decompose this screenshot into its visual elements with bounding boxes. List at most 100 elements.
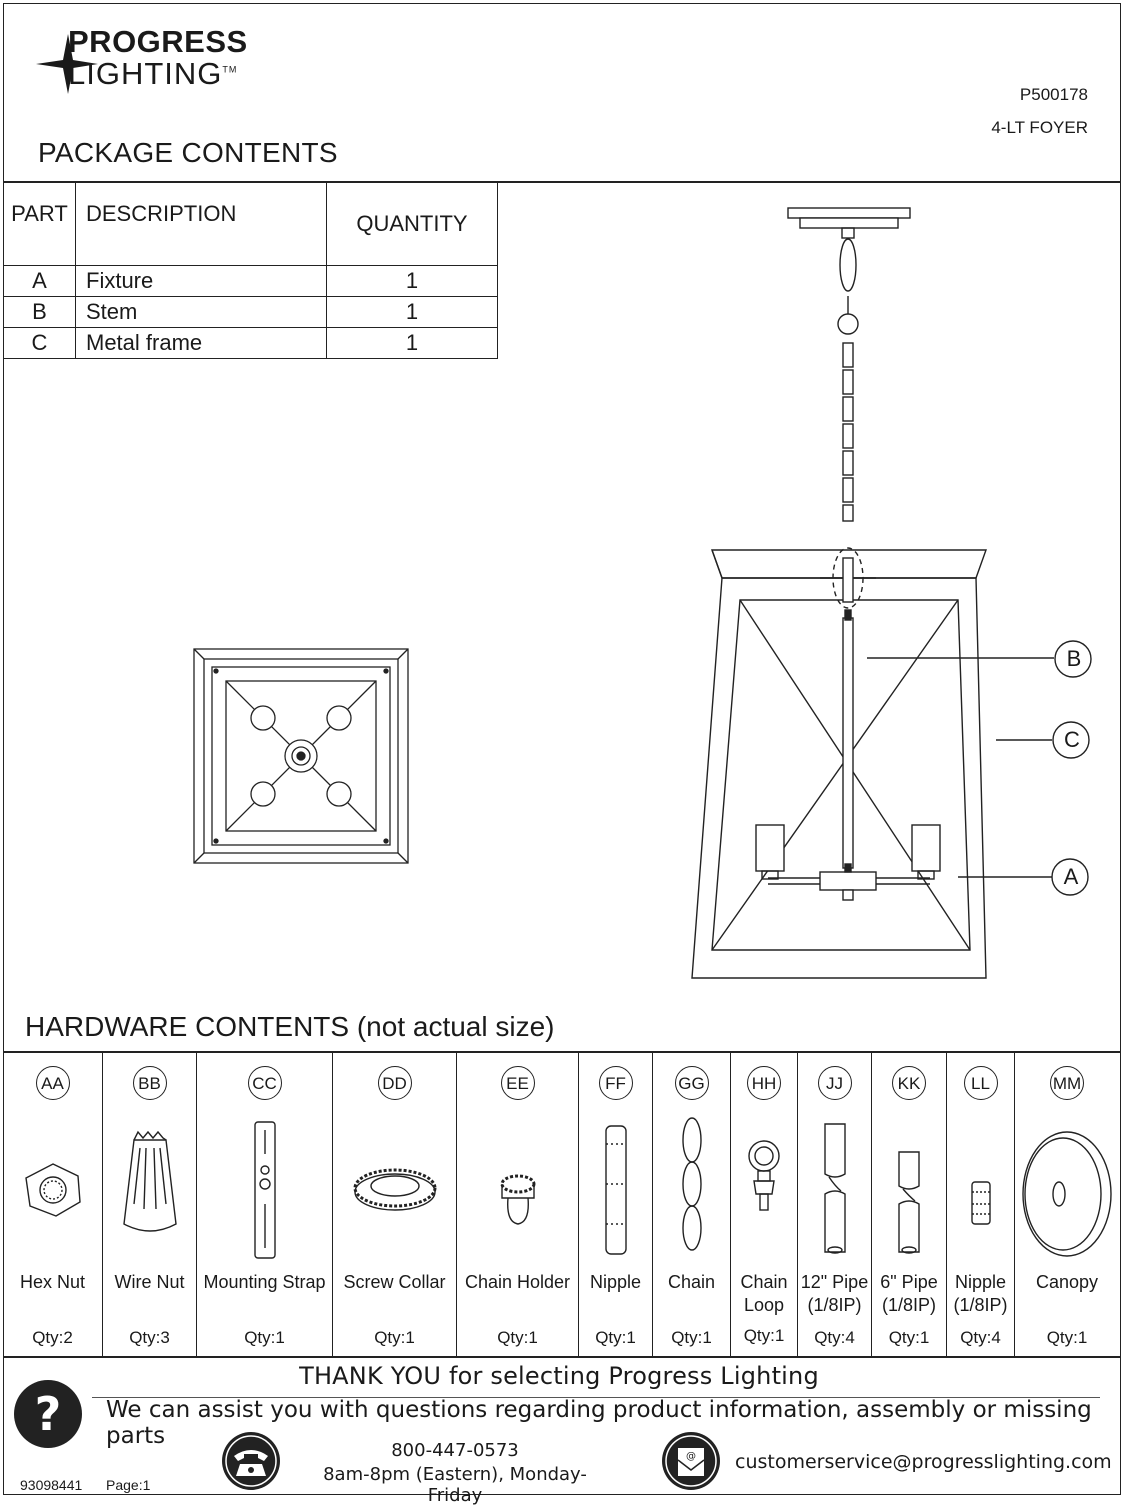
chain-icon (653, 1114, 730, 1264)
progress-lighting-logo-star-icon (36, 34, 98, 94)
footer-divider (92, 1397, 1100, 1398)
part-quantity: 1 (326, 265, 498, 297)
chain-loop-icon (731, 1114, 797, 1264)
thank-you-message: THANK YOU for selecting Progress Lightin… (299, 1362, 819, 1390)
small-nipple-icon (947, 1114, 1014, 1264)
hardware-item-hex-nut: AA Hex Nut Qty:2 (3, 1052, 103, 1356)
page-number: Page:1 (106, 1477, 151, 1493)
screw-collar-icon (333, 1114, 456, 1264)
hardware-code-badge: CC (247, 1066, 282, 1100)
hardware-name: Mounting Strap (203, 1272, 326, 1292)
parts-table-header: PART DESCRIPTION QUANTITY (3, 182, 498, 266)
pipe-12-icon (798, 1114, 871, 1264)
hardware-item-small-nipple: LL Nipple(1/8IP) Qty:4 (947, 1052, 1015, 1356)
hardware-code-badge: BB (132, 1066, 167, 1100)
pipe-6-icon (872, 1114, 946, 1264)
customer-service-email[interactable]: customerservice@progresslighting.com (735, 1451, 1112, 1473)
hardware-qty: Qty:1 (1046, 1328, 1088, 1347)
table-row: A Fixture 1 (3, 265, 498, 297)
part-quantity: 1 (326, 327, 498, 359)
part-letter: C (3, 327, 76, 359)
phone-number[interactable]: 800-447-0573 (391, 1440, 519, 1461)
hardware-divider-top (3, 1051, 1121, 1053)
hardware-qty: Qty:1 (374, 1328, 415, 1347)
table-row: C Metal frame 1 (3, 327, 498, 359)
hardware-qty: Qty:3 (129, 1328, 170, 1347)
fixture-side-view-drawing (691, 207, 1092, 979)
hardware-name: 6" Pipe(1/8IP) (880, 1272, 938, 1315)
hardware-contents-title: HARDWARE CONTENTS (not actual size) (25, 1011, 555, 1042)
callout-label-a: A (1063, 864, 1079, 889)
hardware-item-nipple: FF Nipple Qty:1 (579, 1052, 653, 1356)
brand-name-line1: PROGRESS (68, 24, 248, 59)
hardware-item-chain-holder: EE Chain Holder Qty:1 (457, 1052, 579, 1356)
telephone-icon (222, 1432, 280, 1490)
parts-table: PART DESCRIPTION QUANTITY A Fixture 1 B … (3, 182, 498, 359)
model-name: 4-LT FOYER (991, 118, 1088, 137)
part-letter: A (3, 265, 76, 297)
svg-text:@: @ (686, 1451, 696, 1462)
hardware-item-chain: GG Chain Qty:1 (653, 1052, 731, 1356)
hardware-qty: Qty:4 (814, 1328, 855, 1347)
hardware-code-badge: MM (1050, 1066, 1084, 1100)
table-row: B Stem 1 (3, 296, 498, 328)
callout-c (1052, 721, 1090, 759)
hardware-code-badge: FF (598, 1066, 633, 1100)
hardware-qty: Qty:1 (244, 1328, 285, 1347)
hardware-item-6-inch-pipe: KK 6" Pipe(1/8IP) Qty:1 (872, 1052, 947, 1356)
hardware-name: 12" Pipe(1/8IP) (800, 1272, 869, 1315)
part-description: Fixture (75, 265, 327, 297)
hardware-divider-bottom (3, 1356, 1121, 1358)
hardware-code-badge: DD (377, 1066, 412, 1100)
hex-nut-icon (3, 1114, 102, 1264)
email-envelope-icon: @ (662, 1432, 720, 1490)
instruction-sheet (3, 3, 1121, 1495)
hardware-qty: Qty:1 (671, 1328, 712, 1347)
part-quantity: 1 (326, 296, 498, 328)
callout-label-b: B (1066, 646, 1082, 671)
mounting-strap-icon (197, 1114, 332, 1264)
hardware-qty: Qty:1 (743, 1326, 785, 1345)
hardware-code-badge: GG (674, 1066, 709, 1100)
hardware-name: Chain (667, 1272, 716, 1292)
col-header-quantity: QUANTITY (326, 182, 498, 266)
brand-name-line2: LIGHTINGTM (68, 56, 238, 91)
hardware-code-badge: KK (892, 1066, 926, 1100)
model-number: P500178 (1019, 85, 1088, 104)
hardware-qty: Qty:1 (497, 1328, 538, 1347)
trademark-mark: TM (222, 64, 238, 75)
hardware-qty: Qty:2 (32, 1328, 73, 1347)
svg-text:?: ? (35, 1387, 62, 1441)
hardware-code-badge: EE (500, 1066, 535, 1100)
hardware-code-badge: HH (747, 1066, 781, 1100)
nipple-icon (579, 1114, 652, 1264)
hardware-name: Wire Nut (114, 1272, 185, 1292)
hardware-name: Screw Collar (343, 1272, 446, 1292)
hardware-item-mounting-strap: CC Mounting Strap Qty:1 (197, 1052, 333, 1356)
hardware-item-wire-nut: BB Wire Nut Qty:3 (103, 1052, 197, 1356)
question-mark-icon: ? (14, 1380, 82, 1448)
hardware-qty: Qty:1 (888, 1328, 930, 1347)
fixture-top-view-drawing (193, 648, 409, 864)
assistance-message: We can assist you with questions regardi… (106, 1397, 1092, 1449)
hardware-qty: Qty:4 (960, 1328, 1001, 1347)
col-header-part: PART (3, 182, 76, 266)
hardware-name: Canopy (1035, 1272, 1099, 1292)
hardware-item-12-inch-pipe: JJ 12" Pipe(1/8IP) Qty:4 (798, 1052, 872, 1356)
canopy-icon (1015, 1114, 1119, 1264)
col-header-description: DESCRIPTION (75, 182, 327, 266)
hardware-code-badge: AA (35, 1066, 70, 1100)
hardware-code-badge: JJ (817, 1066, 852, 1100)
chain-holder-icon (457, 1114, 578, 1264)
hardware-name: Hex Nut (19, 1272, 86, 1292)
part-description: Metal frame (75, 327, 327, 359)
hardware-name: Chain Holder (464, 1272, 571, 1292)
callout-label-c: C (1064, 727, 1080, 752)
callout-b (1054, 640, 1092, 678)
part-description: Stem (75, 296, 327, 328)
hardware-qty: Qty:1 (595, 1328, 636, 1347)
header-divider (3, 181, 1121, 183)
hardware-name: Nipple(1/8IP) (953, 1272, 1008, 1315)
